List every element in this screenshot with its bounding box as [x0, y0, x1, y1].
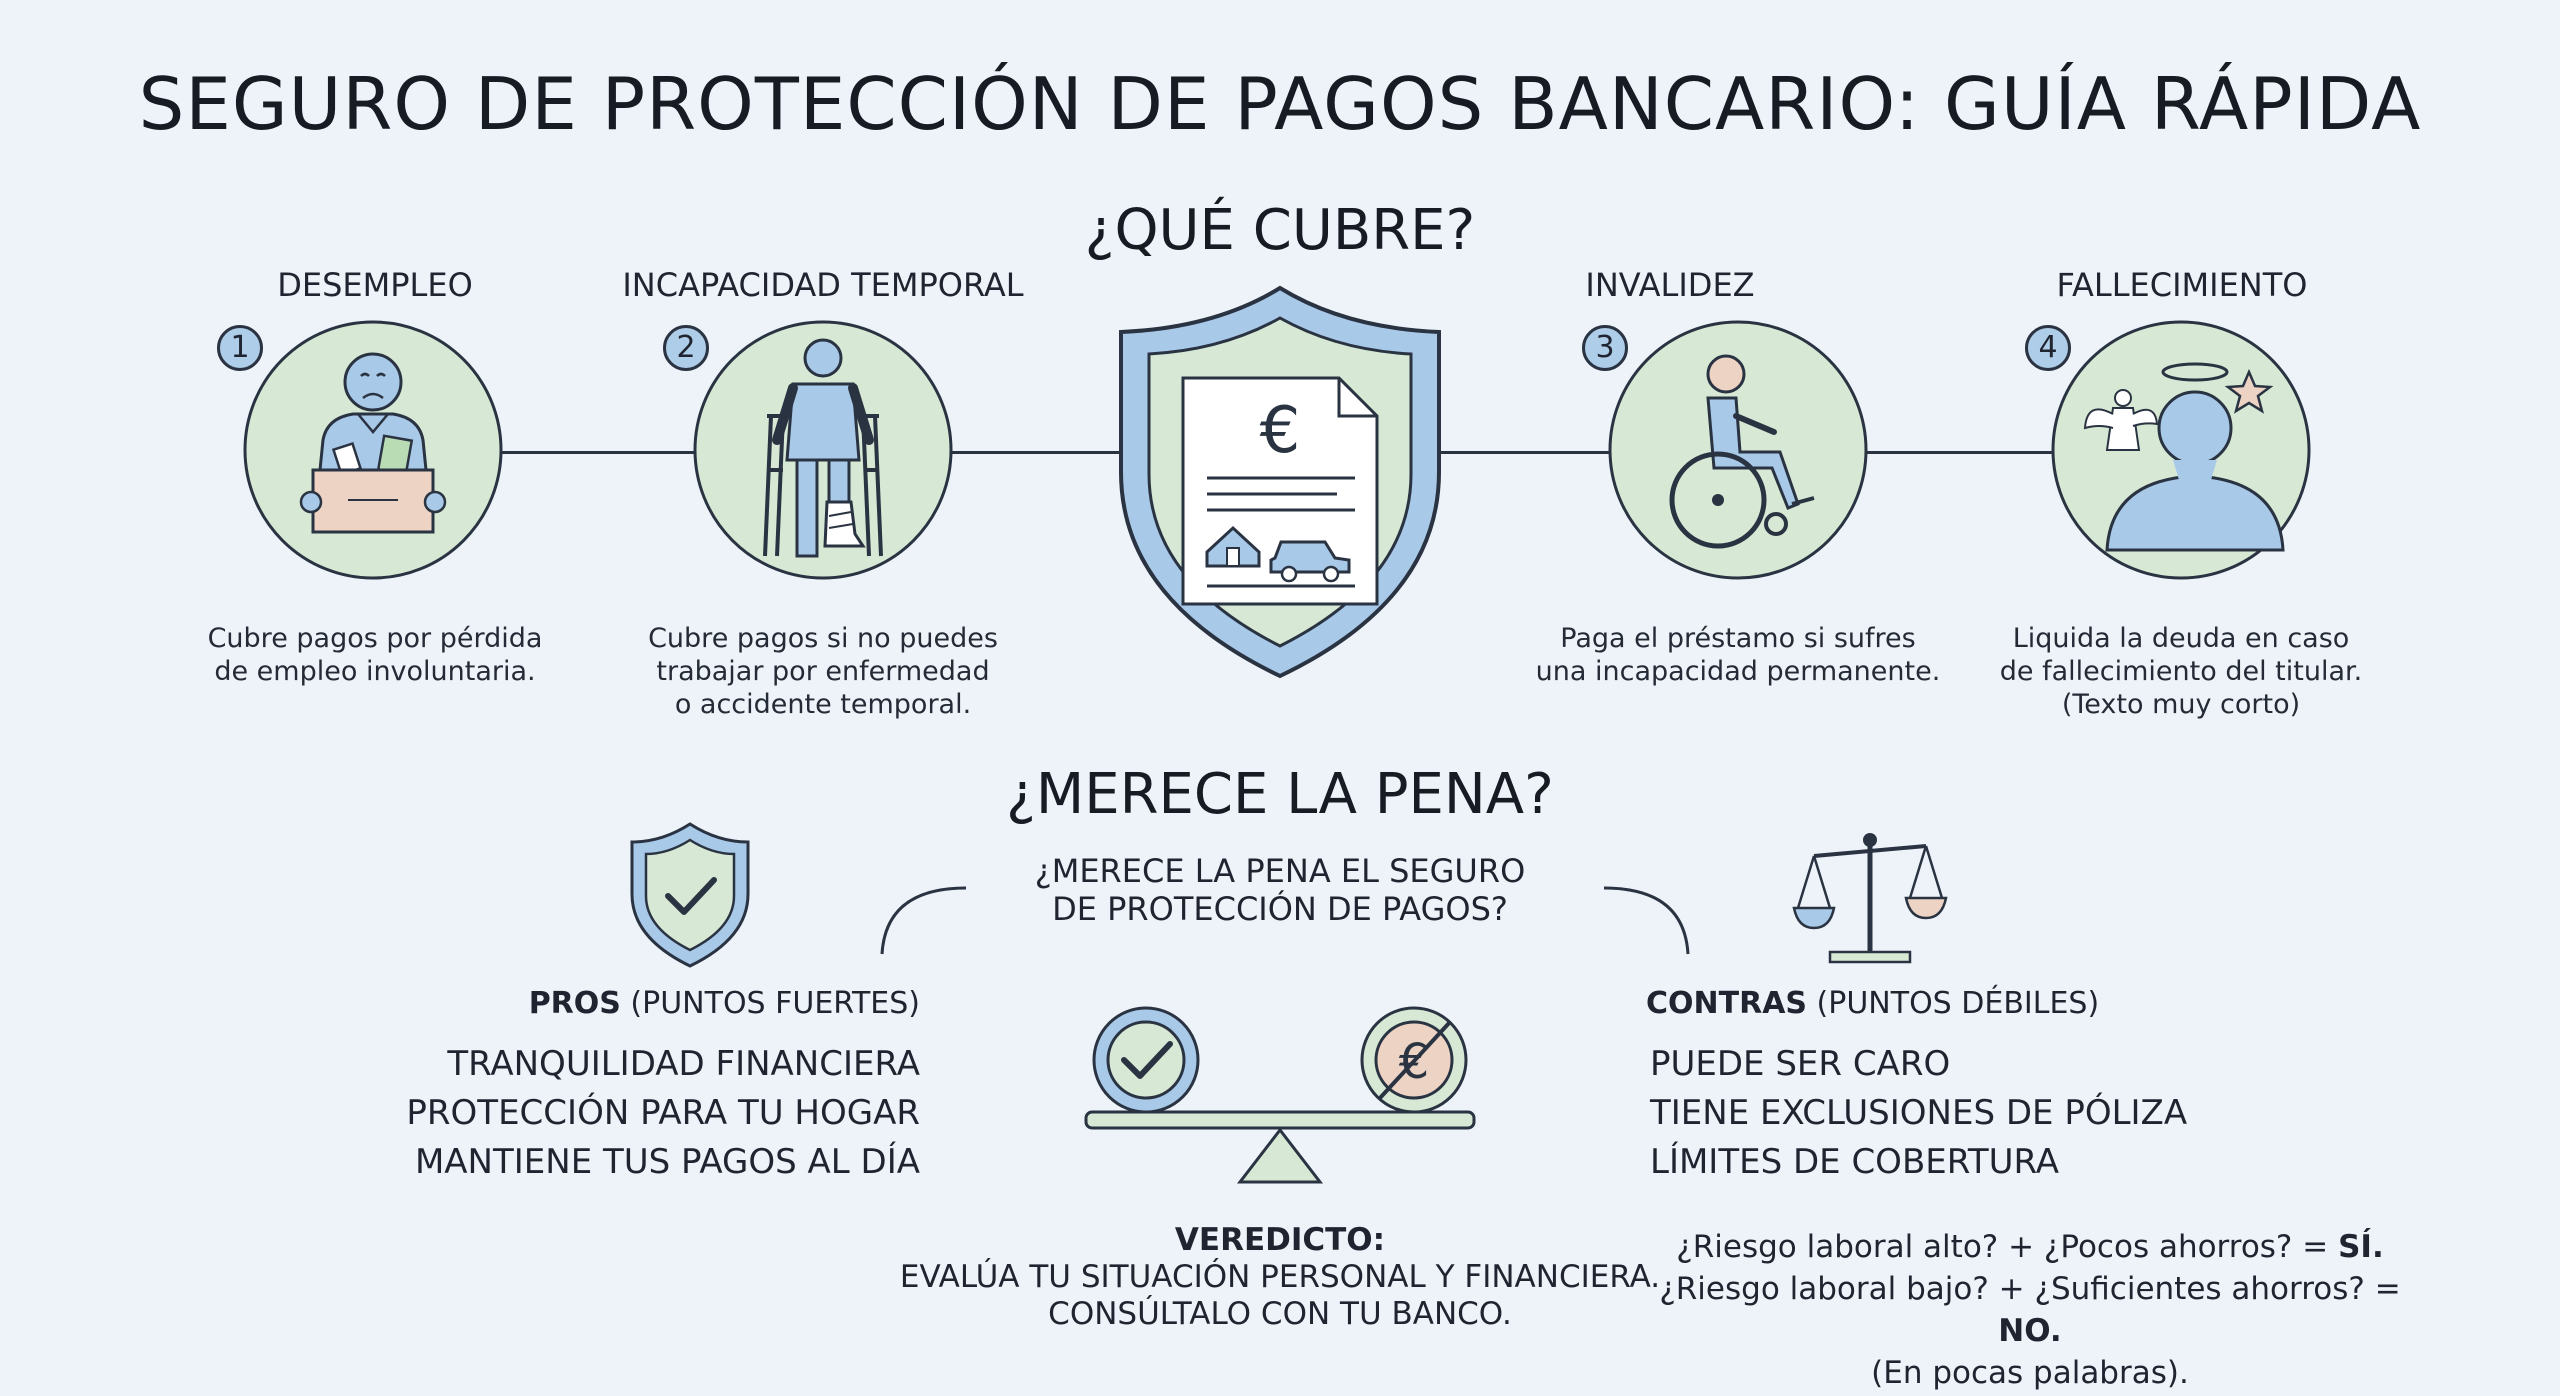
pros-item: TRANQUILIDAD FINANCIERA: [447, 1044, 920, 1084]
pros-list: TRANQUILIDAD FINANCIERA PROTECCIÓN PARA …: [320, 1040, 920, 1187]
verdict-line: CONSÚLTALO CON TU BANCO.: [1048, 1296, 1512, 1332]
coverage-number-badge: 3: [1582, 325, 1628, 371]
desc-line: trabajar por enfermedad: [656, 656, 990, 687]
worth-question: ¿MERECE LA PENA EL SEGURO DE PROTECCIÓN …: [930, 852, 1630, 928]
verdict: VEREDICTO: EVALÚA TU SITUACIÓN PERSONAL …: [840, 1222, 1720, 1333]
cons-title: CONTRAS (PUNTOS DÉBILES): [1646, 986, 2146, 1021]
coverage-desc-unemployment: Cubre pagos por pérdida de empleo involu…: [155, 622, 595, 688]
page-title: SEGURO DE PROTECCIÓN DE PAGOS BANCARIO: …: [138, 62, 2422, 146]
desc-line: Paga el préstamo si sufres: [1560, 623, 1916, 654]
wheelchair-icon: [1608, 320, 1868, 580]
rule-no: ¿Riesgo laboral bajo? + ¿Suficientes aho…: [1640, 1268, 2420, 1352]
rule-answer: NO.: [1998, 1313, 2062, 1349]
coverage-label-unemployment: DESEMPLEO: [277, 266, 473, 304]
pros-title-rest: (PUNTOS FUERTES): [620, 986, 920, 1021]
desc-line: (Texto muy corto): [2061, 689, 2301, 720]
coverage-label-invalidity: INVALIDEZ: [1585, 266, 1755, 304]
rule-text: ¿Riesgo laboral bajo? + ¿Suficientes aho…: [1659, 1271, 2401, 1307]
curve-connector-right: [1603, 886, 1690, 955]
question-line: ¿MERECE LA PENA EL SEGURO: [1034, 852, 1526, 890]
rule-answer: SÍ.: [2338, 1229, 2384, 1265]
cons-item: PUEDE SER CARO: [1650, 1044, 1951, 1084]
coverage-desc-death: Liquida la deuda en caso de fallecimient…: [1961, 622, 2401, 721]
coverage-desc-invalidity: Paga el préstamo si sufres una incapacid…: [1518, 622, 1958, 688]
seesaw-check-euro-icon: €: [1084, 1006, 1476, 1184]
shield-document-euro-icon: €: [1119, 285, 1441, 679]
coverage-label-death: FALLECIMIENTO: [2056, 266, 2308, 304]
cons-title-bold: CONTRAS: [1646, 986, 1808, 1021]
pros-item: PROTECCIÓN PARA TU HOGAR: [406, 1093, 920, 1133]
pros-title: PROS (PUNTOS FUERTES): [500, 986, 920, 1021]
question-line: DE PROTECCIÓN DE PAGOS?: [1052, 890, 1508, 928]
shield-check-icon: [630, 822, 750, 968]
desc-line: una incapacidad permanente.: [1535, 656, 1941, 687]
verdict-line: EVALÚA TU SITUACIÓN PERSONAL Y FINANCIER…: [899, 1259, 1661, 1295]
euro-symbol: €: [1260, 394, 1301, 468]
coverage-number-badge: 1: [217, 325, 263, 371]
desc-line: de fallecimiento del titular.: [1999, 656, 2363, 687]
rules-note: (En pocas palabras).: [1871, 1355, 2189, 1391]
rule-text: ¿Riesgo laboral alto? + ¿Pocos ahorros? …: [1676, 1229, 2339, 1265]
coverage-desc-temporary-disability: Cubre pagos si no puedes trabajar por en…: [603, 622, 1043, 721]
desc-line: Cubre pagos por pérdida: [207, 623, 543, 654]
unemployed-person-box-icon: [243, 320, 503, 580]
desc-line: o accidente temporal.: [674, 689, 972, 720]
balance-scale-icon: [1792, 833, 1948, 964]
coverage-label-temporary-disability: INCAPACIDAD TEMPORAL: [622, 266, 1024, 304]
curve-connector-left: [880, 886, 967, 955]
quick-rules: ¿Riesgo laboral alto? + ¿Pocos ahorros? …: [1640, 1226, 2420, 1394]
desc-line: Liquida la deuda en caso: [2012, 623, 2350, 654]
person-crutches-cast-icon: [693, 320, 953, 580]
desc-line: Cubre pagos si no puedes: [648, 623, 998, 654]
verdict-label: VEREDICTO:: [1174, 1222, 1386, 1258]
desc-line: de empleo involuntaria.: [214, 656, 536, 687]
cons-list: PUEDE SER CARO TIENE EXCLUSIONES DE PÓLI…: [1650, 1040, 2250, 1187]
pros-title-bold: PROS: [528, 986, 621, 1021]
angel-silhouette-icon: [2051, 320, 2311, 580]
coverage-number-badge: 2: [663, 325, 709, 371]
cons-item: LÍMITES DE COBERTURA: [1650, 1142, 2060, 1182]
coverage-number-badge: 4: [2025, 325, 2071, 371]
rule-yes: ¿Riesgo laboral alto? + ¿Pocos ahorros? …: [1640, 1226, 2420, 1268]
cons-title-rest: (PUNTOS DÉBILES): [1807, 986, 2100, 1021]
pros-item: MANTIENE TUS PAGOS AL DÍA: [414, 1142, 920, 1182]
cons-item: TIENE EXCLUSIONES DE PÓLIZA: [1650, 1093, 2188, 1133]
worth-heading: ¿MERECE LA PENA?: [1006, 762, 1554, 827]
coverage-heading: ¿QUÉ CUBRE?: [1084, 198, 1476, 263]
